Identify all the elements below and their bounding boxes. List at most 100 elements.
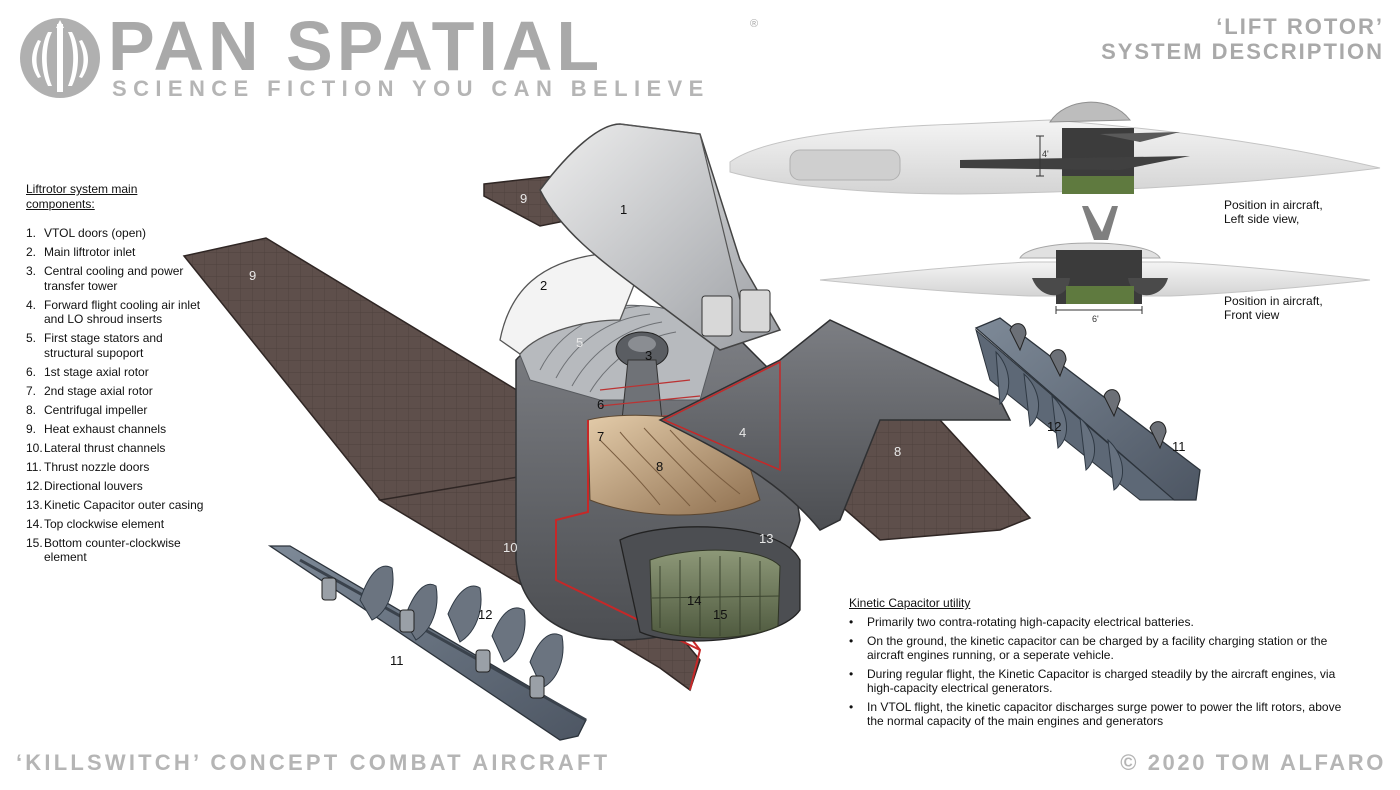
kinetic-capacitor-text: During regular flight, the Kinetic Capac…	[867, 667, 1336, 695]
components-heading: Liftrotor system main components:	[26, 182, 138, 211]
component-number: 13.	[26, 497, 43, 512]
kinetic-capacitor-item: • During regular flight, the Kinetic Capa…	[849, 667, 1359, 695]
component-label: Kinetic Capacitor outer casing	[44, 497, 204, 512]
bullet-icon: •	[849, 615, 854, 629]
component-item: 10.Lateral thrust channels	[26, 441, 206, 456]
component-number: 10.	[26, 440, 43, 455]
callout-11-left: 11	[390, 653, 404, 668]
component-label: Top clockwise element	[44, 516, 165, 531]
component-label: 1st stage axial rotor	[44, 364, 149, 379]
aircraft-front-view: 6'	[819, 206, 1371, 324]
side-view-caption-line-1: Position in aircraft,	[1224, 198, 1323, 212]
component-item: 15.Bottom counter-clockwise element	[26, 536, 206, 565]
component-label: First stage stators and structural supop…	[44, 331, 163, 360]
component-label: Heat exhaust channels	[44, 421, 167, 436]
footer-copyright: © 2020 TOM ALFARO	[1120, 750, 1386, 775]
kinetic-capacitor-text: On the ground, the kinetic capacitor can…	[867, 634, 1328, 662]
vtol-doors	[539, 123, 782, 351]
component-number: 7.	[26, 383, 37, 398]
central-cooling-tower	[615, 331, 669, 421]
callout-12-left: 12	[478, 607, 492, 622]
side-view-caption-line-2: Left side view,	[1224, 212, 1300, 226]
callout-1: 1	[620, 202, 627, 217]
callout-13: 13	[759, 531, 773, 546]
component-label: VTOL doors (open)	[44, 226, 147, 240]
door-hinge-mechanism	[701, 289, 771, 337]
bullet-icon: •	[849, 667, 854, 681]
forward-cooling-inlet	[658, 319, 1012, 531]
brand-name: PAN SPATIAL	[108, 7, 604, 85]
title-line-1: ‘LIFT ROTOR’	[1216, 14, 1384, 39]
component-item: 3. Central cooling and power transfer tow…	[26, 264, 206, 293]
callout-6: 6	[597, 397, 604, 412]
component-item: 13.Kinetic Capacitor outer casing	[26, 498, 206, 513]
aircraft-side-view: 4'	[729, 101, 1381, 195]
component-number: 9.	[26, 421, 37, 436]
callout-12-right: 12	[1047, 419, 1061, 434]
component-item: 8. Centrifugal impeller	[26, 403, 206, 418]
callout-10: 10	[503, 540, 517, 555]
callout-8-channel: 8	[894, 444, 901, 459]
component-label: Bottom counter-clockwise element	[44, 535, 181, 565]
right-thrust-door-assembly	[974, 317, 1201, 501]
component-number: 1.	[26, 226, 37, 240]
callout-14: 14	[687, 593, 701, 608]
component-number: 12.	[26, 478, 43, 493]
kinetic-capacitor-text: In VTOL flight, the kinetic capacitor di…	[867, 700, 1342, 728]
callout-7: 7	[597, 429, 604, 444]
kinetic-capacitor-list: •Primarily two contra-rotating high-capa…	[849, 615, 1359, 728]
component-label: Thrust nozzle doors	[44, 459, 150, 474]
page-title: ‘LIFT ROTOR’ SYSTEM DESCRIPTION	[1101, 14, 1384, 64]
component-item: 9. Heat exhaust channels	[26, 422, 206, 437]
kinetic-capacitor-item: • In VTOL flight, the kinetic capacitor d…	[849, 700, 1359, 728]
components-legend: Liftrotor system main components: 1. VTOL…	[26, 182, 206, 569]
front-view-caption-line-2: Front view	[1224, 308, 1280, 322]
component-label: Central cooling and power transfer tower	[44, 264, 184, 293]
component-label: 2nd stage axial rotor	[44, 383, 153, 398]
front-dimension-label: 6'	[1092, 314, 1099, 324]
components-list: 1. VTOL doors (open) 2.Main liftrotor inle…	[26, 226, 206, 565]
kinetic-capacitor	[619, 526, 801, 642]
callout-3: 3	[645, 348, 652, 363]
component-number: 4.	[26, 297, 37, 312]
component-number: 11.	[26, 459, 42, 474]
registered-mark: ®	[750, 18, 759, 30]
callout-2: 2	[540, 278, 547, 293]
component-number: 3.	[26, 264, 37, 278]
component-item: 5. First stage stators and structural sup…	[26, 331, 206, 360]
component-item: 14.Top clockwise element	[26, 517, 206, 532]
component-number: 14.	[26, 516, 43, 531]
tagline: SCIENCE FICTION YOU CAN BELIEVE	[112, 76, 710, 101]
component-number: 6.	[26, 364, 37, 379]
component-item: 12.Directional louvers	[26, 479, 206, 494]
kinetic-capacitor-item: • On the ground, the kinetic capacitor ca…	[849, 634, 1359, 662]
component-number: 8.	[26, 402, 37, 417]
bullet-icon: •	[849, 700, 854, 714]
callout-4: 4	[739, 425, 746, 440]
component-label: Forward flight cooling air inlet and LO …	[44, 297, 201, 327]
component-item: 6. 1st stage axial rotor	[26, 365, 206, 380]
pan-spatial-logo-icon	[20, 18, 100, 98]
bullet-icon: •	[849, 634, 854, 648]
component-number: 5.	[26, 331, 37, 345]
callout-5: 5	[576, 335, 583, 350]
component-label: Directional louvers	[44, 478, 143, 493]
component-item: 1. VTOL doors (open)	[26, 226, 206, 241]
component-item: 2.Main liftrotor inlet	[26, 245, 206, 260]
side-dimension-label: 4'	[1042, 149, 1049, 159]
kinetic-capacitor-notes: Kinetic Capacitor utility •Primarily two…	[849, 596, 1359, 733]
title-line-2: SYSTEM DESCRIPTION	[1101, 39, 1384, 64]
callout-9-top: 9	[520, 191, 527, 206]
front-view-caption-line-1: Position in aircraft,	[1224, 294, 1323, 308]
component-label: Centrifugal impeller	[44, 402, 148, 417]
component-item: 11.Thrust nozzle doors	[26, 460, 206, 475]
callout-8-impeller: 8	[656, 459, 663, 474]
component-item: 4. Forward flight cooling air inlet and L…	[26, 298, 206, 327]
callout-labels: 1 2 3 4 5 6 7 8 8 9 9 10 11 11 12 12 13 …	[249, 191, 1186, 668]
kinetic-capacitor-heading: Kinetic Capacitor utility	[849, 596, 971, 610]
footer-project-title: ‘KILLSWITCH’ CONCEPT COMBAT AIRCRAFT	[16, 750, 611, 775]
callout-11-right: 11	[1172, 439, 1186, 454]
left-thrust-door-assembly	[267, 545, 587, 741]
callout-15: 15	[713, 607, 727, 622]
